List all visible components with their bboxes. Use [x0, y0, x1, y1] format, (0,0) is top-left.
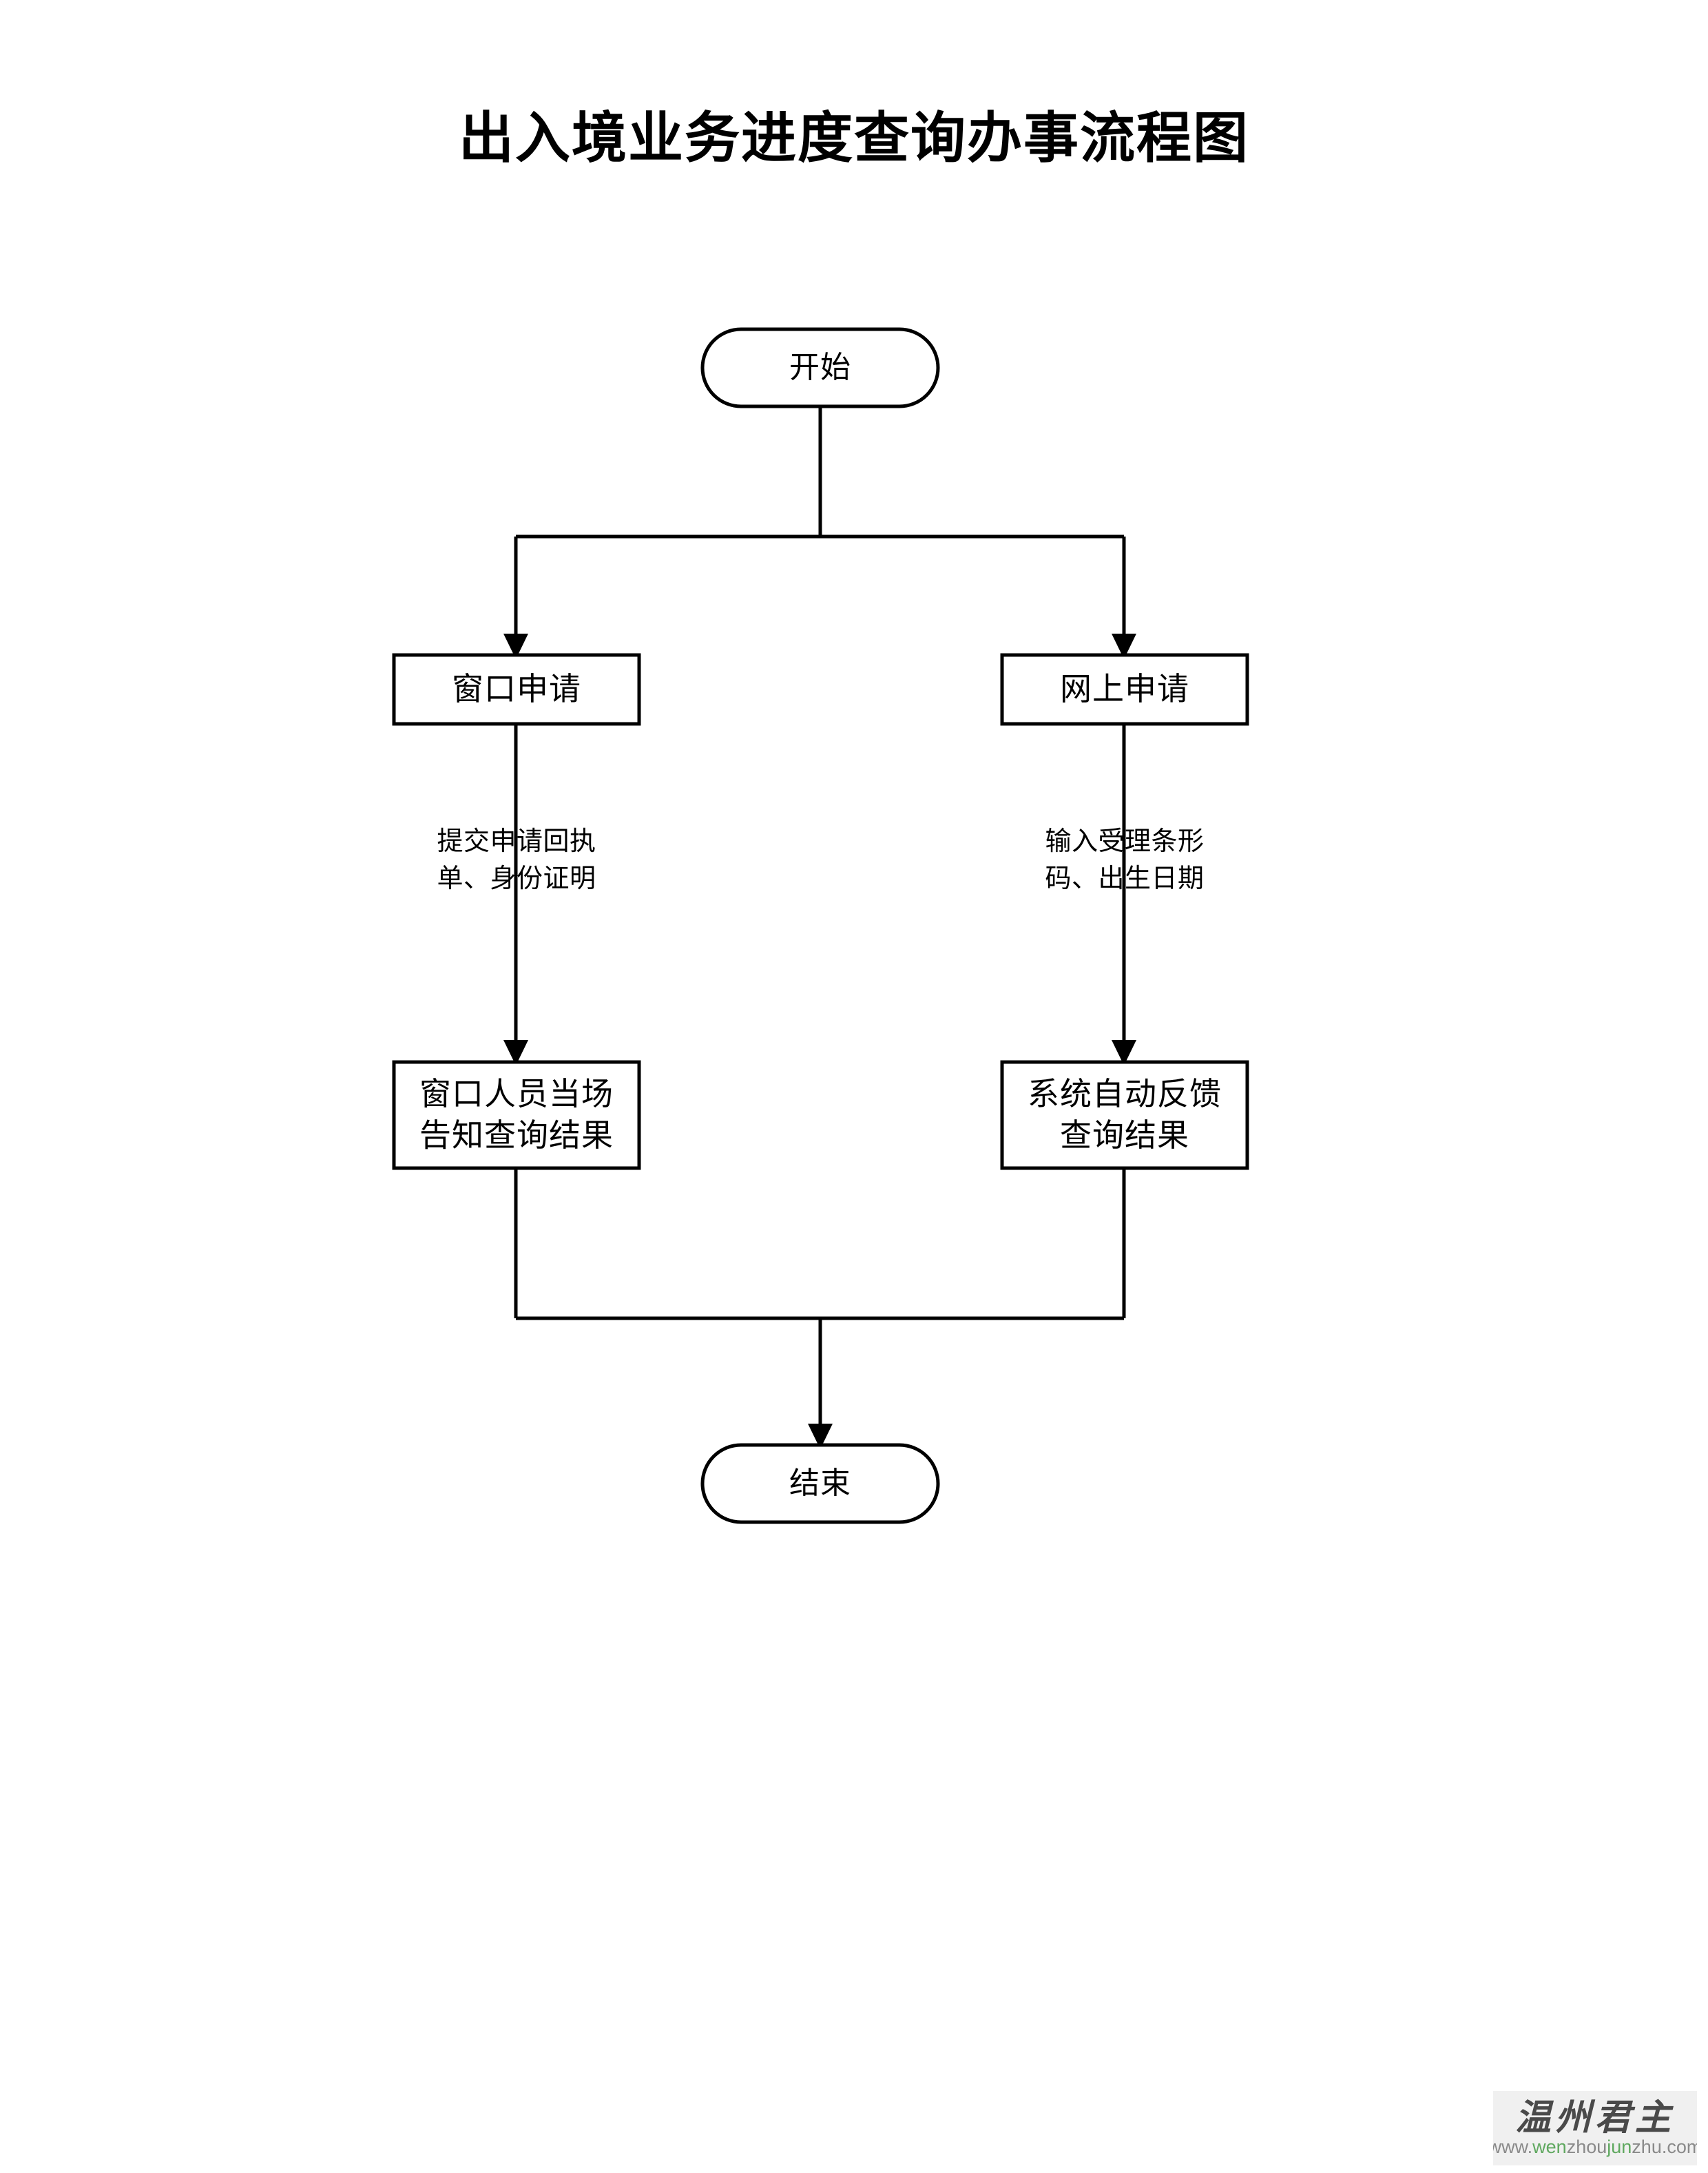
- edge-label-window-branch: 提交申请回执 单、身份证明: [437, 827, 596, 893]
- watermark-brand: 温州君主: [1514, 2098, 1675, 2138]
- node-system-result-shape: [1000, 1060, 1249, 1170]
- node-window-result-shape: [392, 1060, 641, 1170]
- watermark-url-prefix: www.: [1493, 2136, 1533, 2157]
- watermark: 温州君主 www.wenzhoujunzhu.com: [1493, 2091, 1697, 2165]
- watermark-url-part3: jun: [1607, 2136, 1632, 2157]
- watermark-url-part4: zhu.com: [1632, 2136, 1697, 2157]
- node-start-shape: [700, 327, 940, 408]
- node-online-apply-shape: [1000, 653, 1249, 726]
- watermark-url-part2: zhou: [1566, 2136, 1607, 2157]
- node-window-apply-shape: [392, 653, 641, 726]
- watermark-url: www.wenzhoujunzhu.com: [1493, 2136, 1697, 2157]
- edge-label-online-branch: 输入受理条形 码、出生日期: [1045, 827, 1205, 893]
- node-end-shape: [700, 1443, 940, 1524]
- page-title: 出入境业务进度查询办事流程图: [459, 109, 1249, 169]
- watermark-url-part1: wen: [1532, 2136, 1567, 2157]
